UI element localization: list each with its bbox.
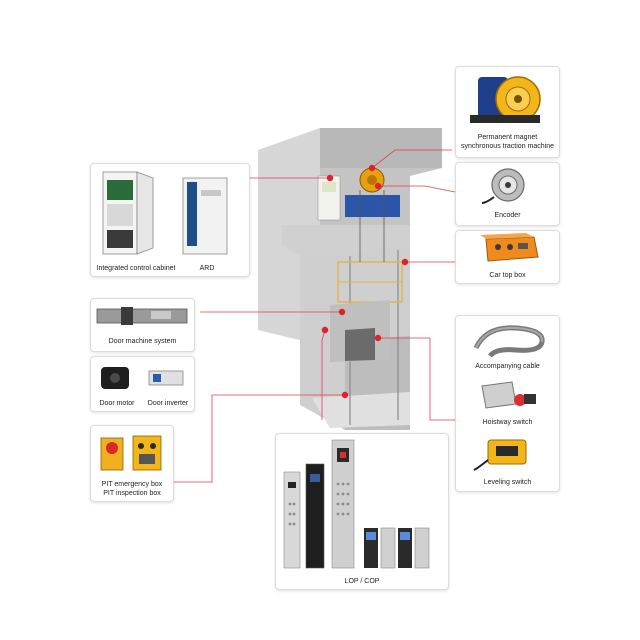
card-door-motor-inverter: Door motor Door inverter: [90, 356, 195, 412]
card-pit-boxes: PIT emergency box PIT inspection box: [90, 425, 174, 502]
ard-label: ARD: [199, 265, 215, 272]
card-lop-cop: LOP / COP: [275, 433, 449, 590]
pit-boxes-image: [100, 435, 162, 471]
encoder-image: [481, 168, 525, 204]
card-encoder: Encoder: [455, 162, 560, 226]
hoistway-switch-label: Hoistway switch: [482, 419, 533, 426]
leveling-switch-label: Leveling switch: [483, 479, 532, 486]
leveling-switch-image: [473, 439, 527, 471]
card-car-top-box: Car top box: [455, 230, 560, 284]
pit-boxes-label: PIT emergency box PIT inspection box: [101, 481, 163, 497]
card-traction-machine: Permanent magnet synchronous traction ma…: [455, 66, 560, 158]
lop-cop-image: [283, 439, 430, 569]
traction-machine-label: Permanent magnet synchronous traction ma…: [461, 134, 554, 150]
car-top-box-image: [480, 233, 539, 262]
accompanying-cable-label: Accompanying cable: [475, 363, 540, 370]
door-machine-image: [96, 307, 188, 325]
card-control-cabinet: Integrated control cabinet ARD: [90, 163, 250, 277]
marker-dots: [321, 164, 409, 399]
encoder-label: Encoder: [494, 212, 521, 219]
control-cabinet-label: Integrated control cabinet: [96, 265, 176, 272]
accompanying-cable-image: [473, 325, 545, 358]
card-cables-switches: Accompanying cable Hoistway switch Level…: [455, 315, 560, 492]
car-top-box-label: Car top box: [489, 272, 526, 279]
control-cabinet-image: [102, 171, 228, 255]
traction-machine-image: [470, 76, 541, 123]
traction-base: [345, 195, 400, 217]
door-motor-label: Door motor: [99, 400, 135, 407]
door-inverter-label: Door inverter: [147, 400, 189, 407]
door-motor-inverter-image: [101, 367, 184, 389]
lop-cop-label: LOP / COP: [344, 578, 380, 585]
hoistway-switch-image: [481, 381, 536, 409]
card-door-machine: Door machine system: [90, 298, 195, 352]
leader-lines: [172, 149, 456, 483]
door-machine-label: Door machine system: [108, 338, 177, 345]
